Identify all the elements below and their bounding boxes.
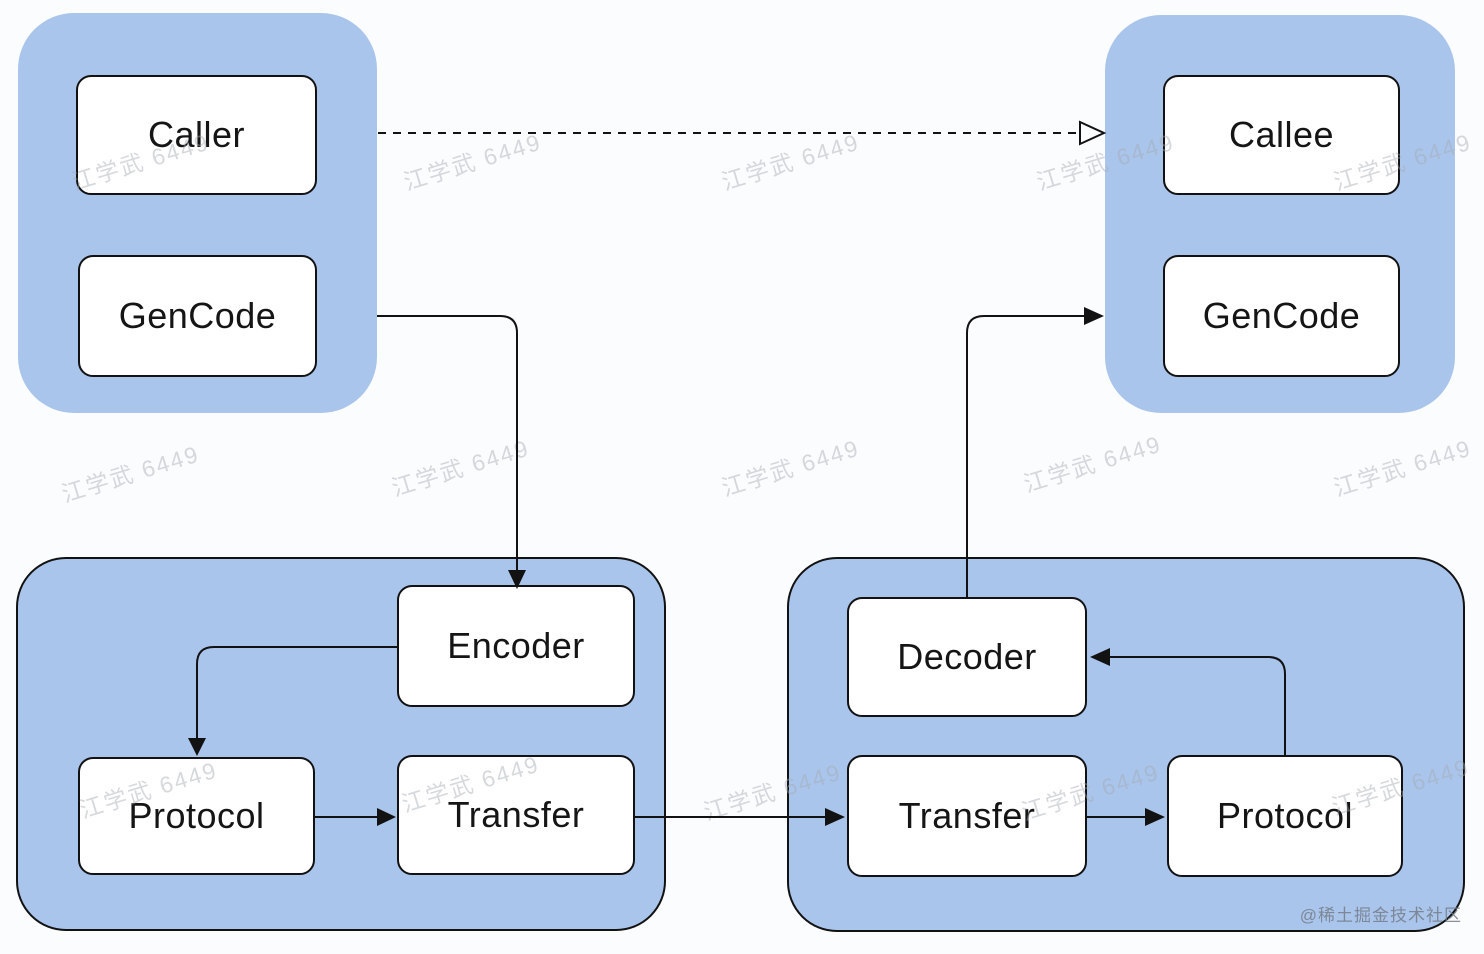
- watermark-text: 江学武 6449: [718, 434, 863, 502]
- node-protocol-server: Protocol: [1167, 755, 1403, 877]
- node-decoder: Decoder: [847, 597, 1087, 717]
- node-transfer-server-label: Transfer: [898, 795, 1036, 836]
- watermark-text: 江学武 6449: [1330, 434, 1475, 502]
- credit-watermark: @稀土掘金技术社区: [1299, 906, 1462, 925]
- node-caller: Caller: [76, 75, 317, 195]
- arrow-caller-to-callee: [378, 120, 1107, 146]
- node-encoder: Encoder: [397, 585, 635, 707]
- node-caller-label: Caller: [147, 114, 246, 155]
- node-transfer-client: Transfer: [397, 755, 635, 875]
- node-transfer-client-label: Transfer: [447, 794, 585, 835]
- node-gencode-callee-label: GenCode: [1202, 295, 1361, 336]
- watermark-text: 江学武 6449: [1020, 430, 1165, 498]
- node-protocol-client: Protocol: [78, 757, 315, 875]
- watermark-text: 江学武 6449: [388, 434, 533, 502]
- watermark-text: 江学武 6449: [718, 128, 863, 196]
- arrow-gencode-to-encoder: [377, 315, 526, 589]
- node-gencode-caller: GenCode: [78, 255, 317, 377]
- node-encoder-label: Encoder: [447, 625, 585, 666]
- node-callee-label: Callee: [1228, 114, 1335, 155]
- node-gencode-caller-label: GenCode: [118, 295, 277, 336]
- node-transfer-server: Transfer: [847, 755, 1087, 877]
- node-callee: Callee: [1163, 75, 1400, 195]
- watermark-text: 江学武 6449: [400, 128, 545, 196]
- node-decoder-label: Decoder: [897, 636, 1037, 677]
- node-gencode-callee: GenCode: [1163, 255, 1400, 377]
- arrow-decoder-to-gencode: [966, 307, 1104, 597]
- node-protocol-server-label: Protocol: [1216, 795, 1354, 836]
- node-protocol-client-label: Protocol: [128, 795, 265, 836]
- watermark-text: 江学武 6449: [58, 440, 203, 508]
